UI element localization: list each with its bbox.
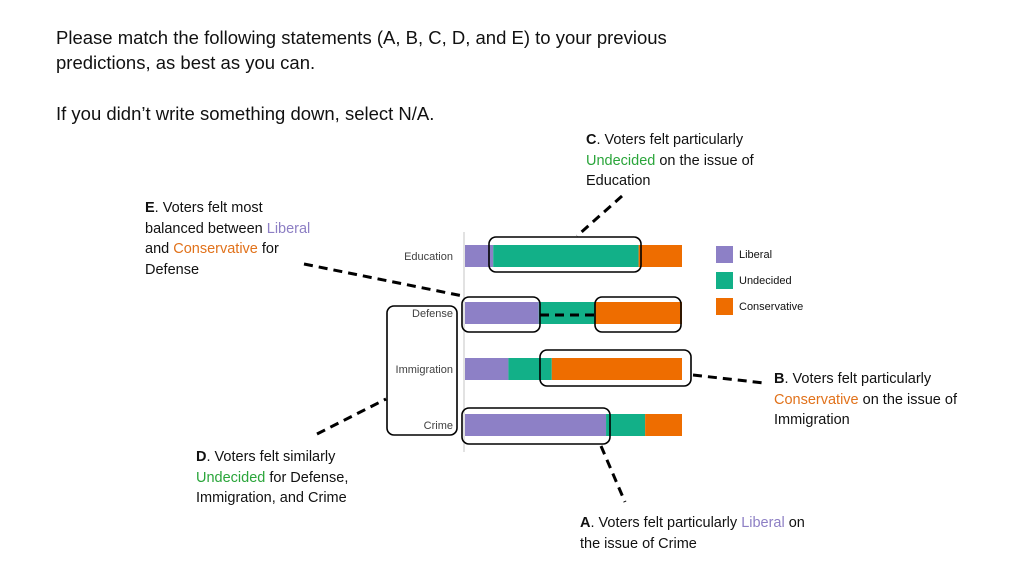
connector-d: [316, 397, 387, 436]
statement-e: E. Voters felt most balanced between Lib…: [145, 198, 315, 280]
statement-text: for Defense: [145, 241, 279, 278]
bar-undecided-defense: [538, 302, 596, 324]
statement-text: . Voters felt particularly: [784, 371, 932, 387]
statement-text: . Voters felt particularly: [596, 132, 744, 148]
box-crime-liberal: [461, 407, 611, 445]
connector-c: [576, 194, 623, 238]
statement-text: on the issue of Immigration: [774, 391, 957, 429]
connector-b: [692, 373, 765, 385]
box-education-undecided: [488, 236, 642, 273]
bar-conservative-defense: [595, 302, 682, 324]
bar-liberal-immigration: [465, 358, 509, 380]
keyword-undecided: Undecided: [196, 469, 266, 486]
keyword-conservative: Conservative: [774, 391, 859, 408]
bars-layer: [463, 232, 682, 452]
legend-label-conservative: Conservative: [739, 301, 803, 313]
legend-label-liberal: Liberal: [739, 249, 772, 261]
box-undecided-group: [386, 305, 458, 436]
statement-letter: C: [586, 132, 597, 148]
bar-liberal-crime: [465, 414, 607, 436]
statement-d: D. Voters felt similarly Undecided for D…: [196, 447, 386, 509]
statement-letter: B: [774, 371, 785, 387]
legend-swatch-conservative: [716, 298, 733, 315]
bar-conservative-crime: [645, 414, 682, 436]
category-label-crime: Crime: [424, 420, 453, 432]
bar-undecided-education: [493, 245, 639, 267]
statement-text: . Voters felt most balanced between: [145, 200, 267, 237]
connector-a: [599, 445, 627, 503]
statement-text: and: [145, 241, 174, 257]
keyword-undecided: Undecided: [586, 152, 656, 169]
statement-b: B. Voters felt particularly Conservative…: [774, 369, 984, 431]
statement-letter: A: [580, 515, 591, 531]
instruction-text: Please match the following statements (A…: [56, 27, 667, 73]
box-defense-conservative: [594, 296, 682, 333]
statement-letter: E: [145, 200, 155, 216]
bar-liberal-education: [465, 245, 494, 267]
statement-letter: D: [196, 449, 207, 465]
bar-undecided-immigration: [508, 358, 552, 380]
bar-liberal-defense: [465, 302, 539, 324]
keyword-conservative: Conservative: [173, 241, 258, 257]
connector-e: [303, 262, 464, 298]
legend-swatch-undecided: [716, 272, 733, 289]
statement-text: . Voters felt similarly: [206, 449, 336, 465]
category-label-education: Education: [404, 251, 453, 263]
legend-swatch-liberal: [716, 246, 733, 263]
annotation-layer: [303, 194, 765, 503]
keyword-liberal: Liberal: [266, 220, 311, 237]
statement-text: on the issue of Crime: [580, 515, 805, 552]
statement-text: for Defense, Immigration, and Crime: [196, 469, 349, 507]
statement-a: A. Voters felt particularly Liberal on t…: [580, 513, 810, 554]
keyword-liberal: Liberal: [741, 515, 785, 531]
statement-text: . Voters felt particularly: [590, 515, 742, 531]
statement-c: C. Voters felt particularly Undecided on…: [586, 130, 786, 192]
box-immigration-conservative: [539, 349, 692, 387]
bar-conservative-education: [638, 245, 682, 267]
instruction-na-text: If you didn’t write something down, sele…: [56, 103, 435, 124]
legend-label-undecided: Undecided: [739, 275, 792, 287]
category-label-immigration: Immigration: [396, 364, 453, 376]
bar-undecided-crime: [606, 414, 646, 436]
bar-conservative-immigration: [551, 358, 682, 380]
category-label-defense: Defense: [412, 308, 453, 320]
statement-text: on the issue of Education: [586, 152, 754, 190]
